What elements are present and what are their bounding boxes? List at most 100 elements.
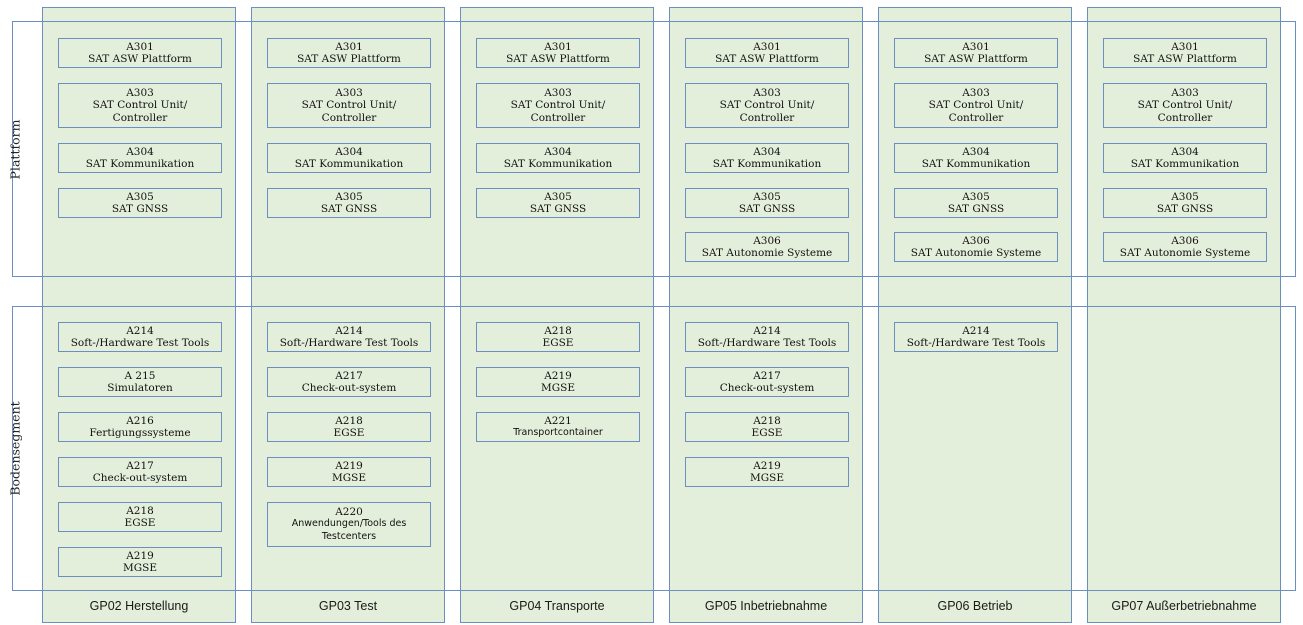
item-code: A301 — [335, 40, 363, 53]
item-code: A304 — [335, 145, 363, 158]
item-code: A306 — [962, 234, 990, 247]
item-name: SAT GNSS — [947, 203, 1005, 215]
item-name: Soft-/Hardware Test Tools — [70, 337, 210, 349]
item-name: Fertigungssysteme — [89, 427, 191, 439]
item-name: SAT Autonomie Systeme — [701, 247, 833, 259]
item-name: Transportcontainer — [513, 427, 603, 438]
item-name: SAT Kommunikation — [85, 158, 195, 170]
item-code: A301 — [126, 40, 154, 53]
item-name: SAT GNSS — [738, 203, 796, 215]
item-code: A218 — [544, 324, 572, 337]
bodensegment-band — [12, 306, 1296, 591]
item-code: A219 — [335, 459, 363, 472]
item-name: SAT Kommunikation — [1130, 158, 1240, 170]
item-name: Check-out-system — [301, 382, 397, 394]
item-name: SAT GNSS — [320, 203, 378, 215]
item-name: SAT Kommunikation — [921, 158, 1031, 170]
item-code: A219 — [753, 459, 781, 472]
item-name: SAT Kommunikation — [503, 158, 613, 170]
item-name: MGSE — [332, 472, 366, 484]
item-code: A303 — [753, 86, 781, 99]
item-code: A305 — [1171, 190, 1199, 203]
item-name: EGSE — [333, 427, 365, 439]
item-code: A301 — [962, 40, 990, 53]
row-label-plattform-text: Plattform — [7, 119, 23, 179]
phase-column-title: GP03 Test — [318, 598, 378, 613]
item-code: A304 — [962, 145, 990, 158]
item-name: Soft-/Hardware Test Tools — [906, 337, 1046, 349]
item-code: A301 — [1171, 40, 1199, 53]
item-name: MGSE — [750, 472, 784, 484]
item-name: SAT ASW Plattform — [506, 53, 610, 65]
item-code: A 215 — [124, 369, 156, 382]
item-name: EGSE — [751, 427, 783, 439]
row-label-bodensegment: Bodensegment — [0, 306, 30, 591]
item-name: Soft-/Hardware Test Tools — [697, 337, 837, 349]
item-name: SAT GNSS — [1156, 203, 1214, 215]
item-name: SAT Control Unit/ Controller — [719, 99, 815, 124]
item-name: SAT GNSS — [111, 203, 169, 215]
item-code: A214 — [126, 324, 154, 337]
phase-column-title: GP05 Inbetriebnahme — [704, 598, 828, 613]
item-code: A305 — [335, 190, 363, 203]
phase-column-title: GP04 Transporte — [509, 598, 605, 613]
item-code: A303 — [126, 86, 154, 99]
item-code: A218 — [753, 414, 781, 427]
phase-column-title: GP07 Außerbetriebnahme — [1111, 598, 1257, 613]
item-code: A301 — [544, 40, 572, 53]
item-name: MGSE — [541, 382, 575, 394]
item-name: SAT Kommunikation — [294, 158, 404, 170]
item-code: A217 — [753, 369, 781, 382]
item-name: Check-out-system — [92, 472, 188, 484]
item-name: SAT Control Unit/ Controller — [928, 99, 1024, 124]
item-code: A301 — [753, 40, 781, 53]
item-name: SAT ASW Plattform — [88, 53, 192, 65]
item-code: A304 — [544, 145, 572, 158]
item-code: A306 — [753, 234, 781, 247]
item-code: A214 — [753, 324, 781, 337]
item-code: A214 — [335, 324, 363, 337]
item-code: A305 — [753, 190, 781, 203]
item-code: A304 — [753, 145, 781, 158]
item-name: Simulatoren — [107, 382, 173, 394]
item-code: A305 — [126, 190, 154, 203]
